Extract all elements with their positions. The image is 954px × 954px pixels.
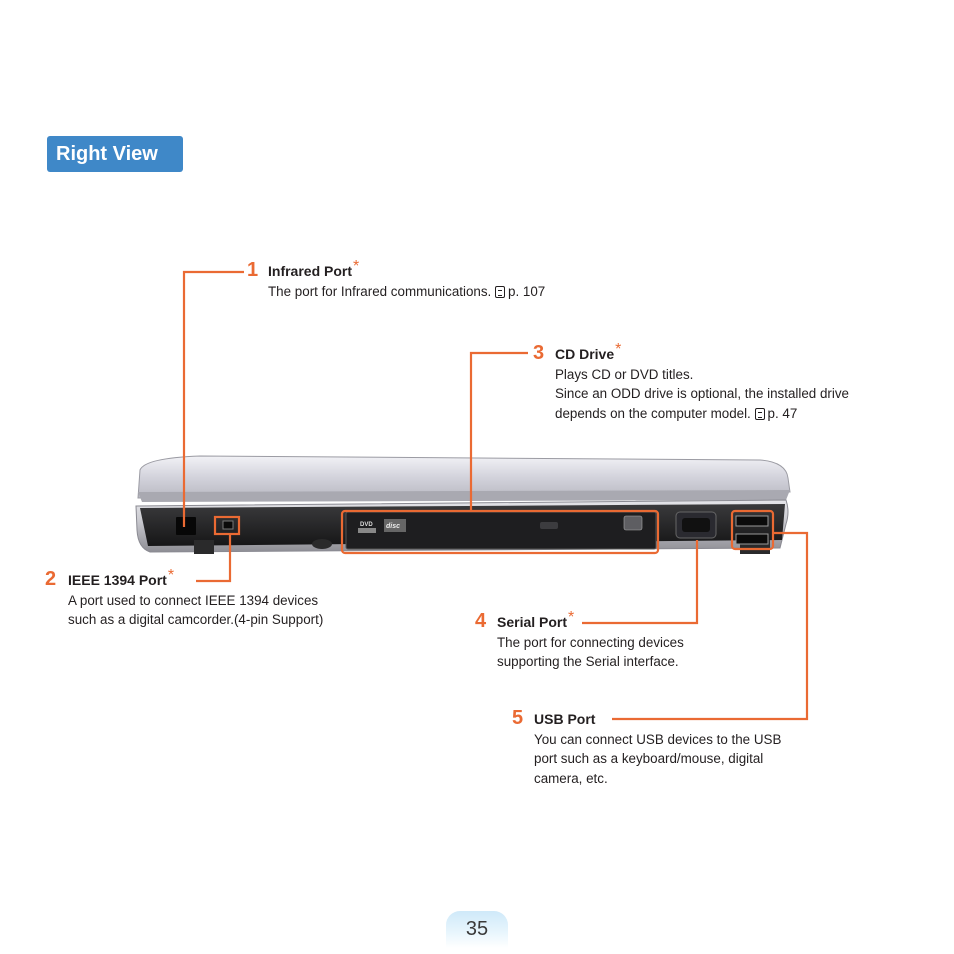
page-number-badge: 35 <box>446 911 508 948</box>
optional-marker: * <box>353 258 360 275</box>
callout-title: IEEE 1394 Port <box>68 572 167 588</box>
callout-title: Serial Port <box>497 614 568 630</box>
leader-line-3 <box>469 351 528 511</box>
callout-number: 5 <box>512 707 524 729</box>
leader-line-1 <box>182 270 244 527</box>
callout-desc-line: The port for Infrared communications. p.… <box>268 283 546 299</box>
highlight-box-cd-drive <box>340 509 660 555</box>
callout-desc-line: You can connect USB devices to the USB <box>534 731 782 747</box>
callout-desc-line: A port used to connect IEEE 1394 devices <box>68 592 319 608</box>
laptop-foot <box>194 540 214 554</box>
manual-reference-icon <box>495 285 506 298</box>
disc-logo-text: disc <box>386 523 400 530</box>
callout-desc-line: depends on the computer model. p. 47 <box>555 405 798 421</box>
leader-line-2 <box>196 534 232 583</box>
callout-title: CD Drive <box>555 346 615 362</box>
callout-desc-line: such as a digital camcorder.(4-pin Suppo… <box>68 612 324 627</box>
callout-serial-port: 4 Serial Port* The port for connecting d… <box>475 609 684 672</box>
callout-number: 1 <box>247 259 259 281</box>
callout-cd-drive: 3 CD Drive* Plays CD or DVD titles. Sinc… <box>533 341 849 423</box>
section-title: Right View <box>56 142 158 165</box>
infrared-port <box>176 517 196 535</box>
manual-reference-icon <box>754 407 765 420</box>
section-title-badge: Right View <box>47 136 183 172</box>
callout-desc-line: Plays CD or DVD titles. <box>555 366 694 382</box>
rw-logo <box>623 515 643 531</box>
callout-ieee1394-port: 2 IEEE 1394 Port* A port used to connect… <box>45 567 324 630</box>
callout-title: USB Port <box>534 711 596 727</box>
page-number: 35 <box>465 918 489 940</box>
callout-infrared-port: 1 Infrared Port* The port for Infrared c… <box>247 258 546 301</box>
callout-number: 3 <box>533 342 545 364</box>
callout-desc-line: The port for connecting devices <box>497 634 684 650</box>
callout-number: 2 <box>45 568 57 590</box>
callout-usb-port: 5 USB Port You can connect USB devices t… <box>512 708 782 788</box>
ieee1394-port <box>222 520 234 530</box>
callout-desc-line: supporting the Serial interface. <box>497 654 679 669</box>
callout-desc-line: port such as a keyboard/mouse, digital <box>534 751 764 766</box>
leader-line-5 <box>612 531 809 721</box>
callout-desc-line: camera, etc. <box>534 770 608 786</box>
usb-port <box>735 515 769 527</box>
highlight-box-ieee1394 <box>213 515 241 536</box>
callout-title: Infrared Port <box>268 263 353 279</box>
callout-number: 4 <box>475 610 487 632</box>
callout-desc-line: Since an ODD drive is optional, the inst… <box>555 386 849 401</box>
highlight-box-usb <box>730 509 775 551</box>
leader-line-4 <box>582 540 699 625</box>
laptop-lid <box>137 455 791 499</box>
drive-eject-button <box>540 522 558 529</box>
leader-lines <box>182 270 809 721</box>
optional-marker: * <box>568 609 575 626</box>
optional-marker: * <box>167 567 175 584</box>
optional-marker: * <box>615 341 622 358</box>
page-reference: p. 107 <box>508 283 546 299</box>
usb-port <box>735 533 769 545</box>
dvd-logo-text: DVD <box>360 522 373 528</box>
page-reference: p. 47 <box>767 405 798 421</box>
